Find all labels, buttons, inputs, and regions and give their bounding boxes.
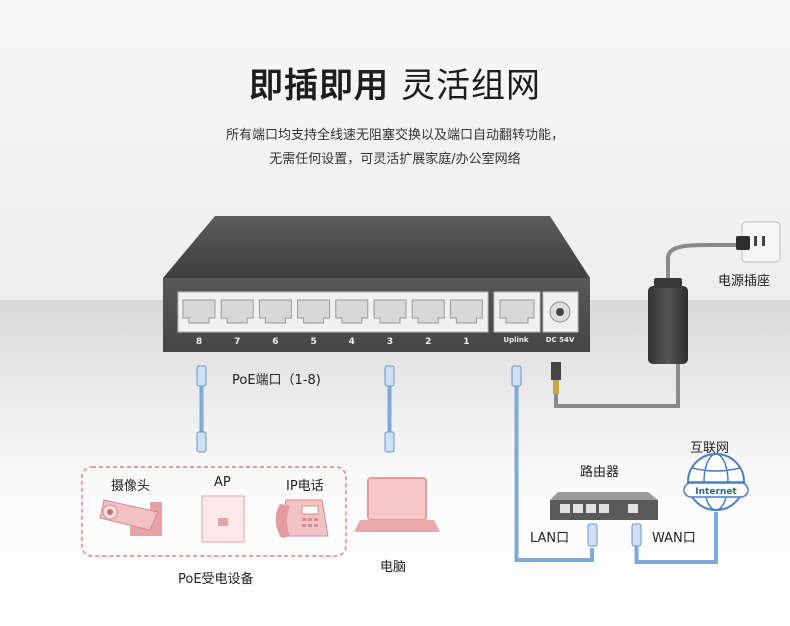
power-adapter xyxy=(648,278,688,364)
port-number: 5 xyxy=(310,337,316,347)
switch-top xyxy=(163,216,590,278)
dc-label: DC 54V xyxy=(546,336,575,344)
poe-device-frame xyxy=(81,466,347,557)
port-number: 2 xyxy=(425,337,431,347)
poe-port xyxy=(373,299,407,324)
power-socket-label: 电源插座 xyxy=(718,274,771,289)
dc-jack-pin xyxy=(556,308,564,316)
poe-cable-right xyxy=(384,365,395,453)
device-label-ip-phone: IP电话 xyxy=(286,479,324,494)
port-number: 6 xyxy=(272,337,278,347)
title-bold: 即插即用 xyxy=(249,66,389,106)
laptop-icon xyxy=(354,477,440,532)
router-label: 路由器 xyxy=(580,465,620,480)
title-light: 灵活组网 xyxy=(401,66,541,106)
lan-port-label: LAN口 xyxy=(530,531,570,546)
description-line-2: 无需任何设置，可灵活扩展家庭/办公室网络 xyxy=(269,152,521,167)
port-number: 7 xyxy=(234,337,240,347)
poe-port xyxy=(297,299,331,324)
ip-phone-icon xyxy=(275,499,329,538)
computer-label: 电脑 xyxy=(380,560,407,575)
uplink-label: Uplink xyxy=(503,336,528,344)
port-number: 4 xyxy=(349,337,355,347)
router-icon xyxy=(550,492,658,520)
description-line-1: 所有端口均支持全线速无阻塞交换以及端口自动翻转功能， xyxy=(225,128,564,143)
device-label-camera: 摄像头 xyxy=(111,479,151,494)
poe-cable-left xyxy=(196,365,207,453)
power-cable xyxy=(551,243,740,408)
poe-port xyxy=(449,299,483,324)
poe-devices-label: PoE受电设备 xyxy=(178,572,254,587)
poe-port xyxy=(335,299,369,324)
poe-port xyxy=(411,299,445,324)
internet-label: 互联网 xyxy=(690,441,730,456)
port-number: 1 xyxy=(463,337,469,347)
wan-port-label: WAN口 xyxy=(652,531,696,546)
port-number-labels: 8 7 6 5 4 3 2 1 xyxy=(196,337,470,347)
uplink-port xyxy=(499,299,535,324)
poe-port xyxy=(220,299,254,324)
internet-globe-icon: Internet xyxy=(683,453,749,511)
camera-icon xyxy=(99,499,162,536)
poe-ports xyxy=(182,299,483,324)
access-point-icon xyxy=(201,495,245,543)
poe-port xyxy=(258,299,292,324)
wan-cable xyxy=(631,512,718,564)
port-number: 3 xyxy=(387,337,393,347)
wall-socket-icon xyxy=(736,221,781,263)
port-number: 8 xyxy=(196,337,202,347)
poe-port xyxy=(182,299,216,324)
device-label-ap: AP xyxy=(214,475,231,490)
page-title: 即插即用灵活组网 xyxy=(0,58,790,107)
poe-ports-label: PoE端口（1-8) xyxy=(232,373,321,388)
internet-badge: Internet xyxy=(695,487,737,497)
poe-switch: 8 7 6 5 4 3 2 1 Uplink DC 54V xyxy=(163,216,590,352)
uplink-cable xyxy=(511,365,598,562)
